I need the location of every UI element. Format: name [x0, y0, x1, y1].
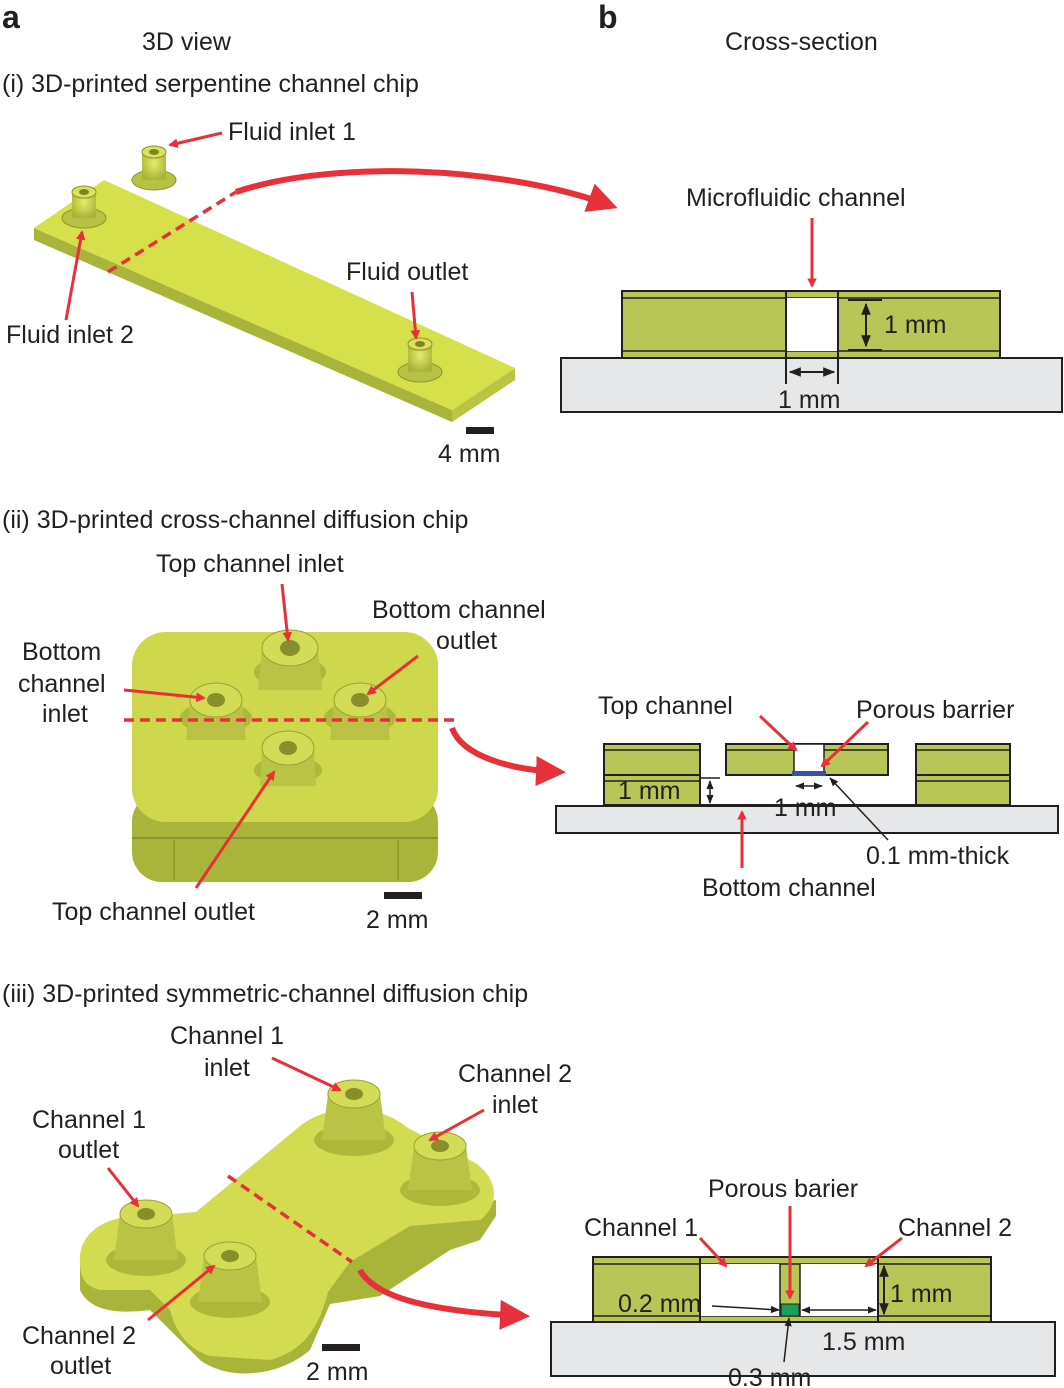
chip3-gap-label: 0.2 mm [618, 1290, 701, 1318]
chip2-cross-section [555, 743, 1059, 834]
chip3-ch1-inlet-label-l1: Channel 1 [170, 1022, 284, 1050]
chip3-barrier-label: 0.3 mm [728, 1364, 811, 1388]
chip2-top-inlet-label: Top channel inlet [156, 550, 344, 578]
chip2-top-outlet-arrow [194, 770, 276, 889]
chip2-3d-model [124, 629, 456, 882]
chip2-thickness-label: 0.1 mm-thick [866, 842, 1010, 870]
chip3-ch1-outlet-port [106, 1199, 186, 1276]
chip3-ch2-inlet-arrow [428, 1108, 485, 1142]
chip3-ch2-inlet-port [400, 1131, 480, 1206]
chip2-thickness-pointer [829, 777, 889, 841]
chip3-ch1-outlet-label-l2: outlet [58, 1136, 119, 1164]
chip3-cross-section [550, 1256, 1056, 1377]
chip2-bottom-inlet-label-l2: channel [18, 670, 106, 698]
chip2-porous-barrier-arrow [820, 720, 870, 768]
chip2-porous-barrier [792, 771, 826, 776]
chip2-top-inlet-port [254, 629, 326, 690]
chip2-top-channel-arrow [758, 714, 798, 752]
chip3-channel-1-label: Channel 1 [584, 1214, 698, 1242]
chip2-top-outlet-label: Top channel outlet [52, 898, 255, 926]
chip3-scale-label: 2 mm [306, 1358, 369, 1386]
chip3-height-label: 1 mm [890, 1280, 953, 1308]
chip2-height-label: 1 mm [618, 777, 681, 805]
chip1-fluid-inlet-2-arrow [64, 230, 86, 321]
chip3-barrier-pointer [783, 1317, 792, 1363]
chip3-ch2-outlet-label-l2: outlet [50, 1352, 111, 1380]
chip1-microfluidic-channel-label: Microfluidic channel [686, 184, 906, 212]
chip1-outlet-port [397, 337, 443, 383]
chip1-fluid-inlet-1-label: Fluid inlet 1 [228, 118, 356, 146]
chip1-inlet1-port [131, 145, 177, 191]
panel-letter-a: a [2, 0, 20, 35]
chip3-substrate [550, 1321, 1056, 1377]
chip3-channel-2-arrow [864, 1236, 903, 1268]
panel-letter-b: b [598, 0, 618, 35]
chip3-cut-line [227, 1174, 353, 1264]
chip1-substrate [560, 357, 1063, 413]
chip3-ch2-inlet-label-l2: inlet [492, 1091, 538, 1119]
chip3-ch2-inlet-label-l1: Channel 2 [458, 1060, 572, 1088]
chip2-bottom-outlet-label-l1: Bottom channel [372, 596, 546, 624]
chip1-inlet2-port [61, 185, 107, 229]
chip3-ch1-outlet-label-l1: Channel 1 [32, 1106, 146, 1134]
chip3-ch1-inlet-port [314, 1079, 394, 1156]
chip3-width-label: 1.5 mm [822, 1328, 905, 1356]
chip2-bottom-channel-label: Bottom channel [702, 874, 876, 902]
chip2-bottom-inlet-label-l1: Bottom [22, 638, 101, 666]
chip3-ch1-inlet-arrow [271, 1056, 342, 1092]
chip1-section-arrow [235, 168, 618, 212]
chip2-bottom-outlet-label-l2: outlet [436, 627, 497, 655]
chip2-bottom-inlet-port [180, 682, 252, 740]
chip1-3d-model [34, 145, 515, 422]
chip1-cut-line [107, 190, 237, 274]
chip1-fluid-outlet-label: Fluid outlet [346, 258, 468, 286]
chip3-gap-pointer [711, 1305, 780, 1314]
chip1-scale-bar [466, 427, 494, 434]
chip1-fluid-outlet-arrow [410, 291, 421, 340]
chip1-cross-section [560, 290, 1063, 413]
chip2-bottom-inlet-label-l3: inlet [42, 700, 88, 728]
chip2-scale-bar [384, 892, 422, 899]
chip2-top-channel-label: Top channel [598, 692, 733, 720]
header-cross-section: Cross-section [725, 28, 878, 56]
chip1-width-label: 1 mm [778, 386, 841, 414]
chip3-porous-barrier [780, 1303, 800, 1317]
chip3-ch1-outlet-arrow [106, 1167, 140, 1208]
chip2-bottom-inlet-arrow [123, 688, 206, 703]
chip1-channel-void [786, 298, 838, 351]
chip3-ch1-inlet-label-l2: inlet [204, 1054, 250, 1082]
chip1-fluid-inlet-2-label: Fluid inlet 2 [6, 321, 134, 349]
chip3-3d-model [79, 1079, 496, 1374]
header-3d-view: 3D view [142, 28, 232, 56]
chip3-scale-bar [322, 1344, 360, 1351]
chip2-width-label: 1 mm [774, 794, 837, 822]
chip2-top-inlet-arrow [280, 583, 292, 642]
chip2-scale-label: 2 mm [366, 906, 429, 934]
chip2-porous-barrier-label: Porous barrier [856, 696, 1014, 724]
chip3-ch2-outlet-label-l1: Channel 2 [22, 1322, 136, 1350]
chip2-section-arrow [449, 726, 566, 787]
chip2-bottom-outlet-arrow [366, 654, 419, 696]
chip3-channel-1-arrow [698, 1236, 728, 1268]
chip3-porous-barier-label: Porous barier [708, 1175, 858, 1203]
chip3-title: (iii) 3D-printed symmetric-channel diffu… [2, 980, 528, 1008]
chip2-top-channel-void [793, 743, 825, 773]
chip1-fluid-inlet-1-arrow [168, 131, 223, 148]
chip3-channel2-void [800, 1264, 878, 1316]
chip1-height-label: 1 mm [884, 311, 947, 339]
chip3-section-arrow [357, 1268, 530, 1330]
chip1-title: (i) 3D-printed serpentine channel chip [2, 70, 419, 98]
chip2-title: (ii) 3D-printed cross-channel diffusion … [2, 506, 468, 534]
chip3-ch2-outlet-arrow [147, 1264, 216, 1322]
chip3-channel-2-label: Channel 2 [898, 1214, 1012, 1242]
chip1-scale-label: 4 mm [438, 440, 501, 468]
